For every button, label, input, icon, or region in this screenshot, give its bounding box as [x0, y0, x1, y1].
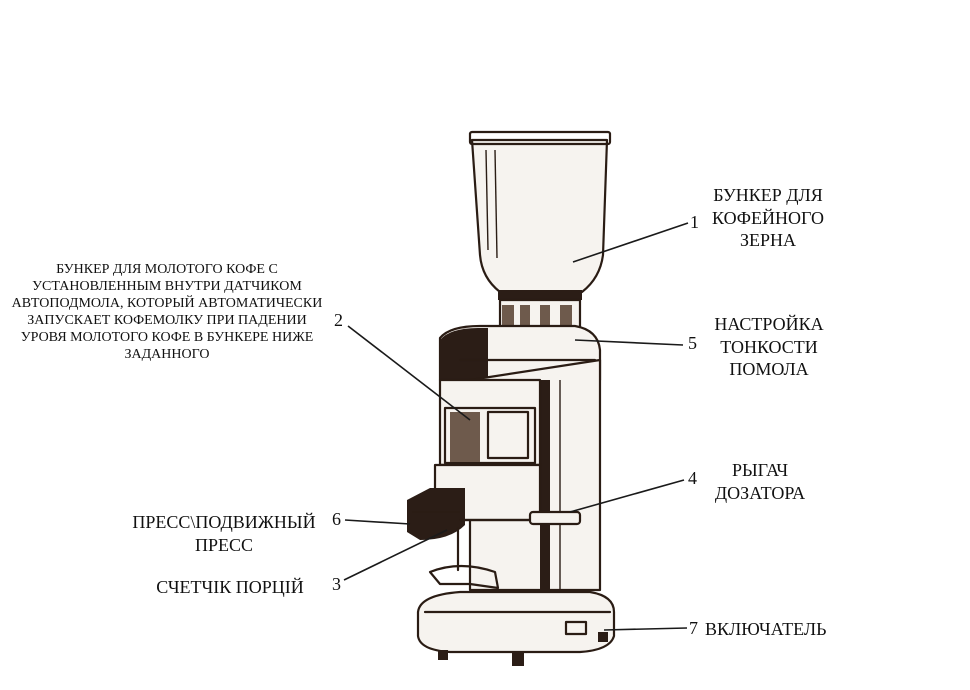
leader-line-1: [572, 222, 689, 263]
leader-line-5: [574, 339, 684, 346]
leader-line-3: [343, 529, 448, 581]
portafilter-fork: [428, 526, 500, 590]
leader-lines: [343, 222, 689, 631]
label-power-switch: ВКЛЮЧАТЕЛЬ: [705, 619, 827, 639]
label-bean-hopper: БУНКЕР ДЛЯ КОФЕЙНОГО ЗЕРНА: [712, 185, 824, 250]
part-number-7: 7: [689, 618, 698, 638]
part-number-3: 3: [332, 574, 341, 594]
label-press: ПРЕСС\ПОДВИЖНЫЙ ПРЕСС: [132, 512, 316, 555]
leader-line-7: [603, 627, 688, 631]
leader-line-4: [569, 479, 685, 513]
part-number-1: 1: [690, 212, 699, 232]
doser-lever: [528, 510, 582, 526]
grind-adjustment-collar: [498, 290, 582, 330]
grinder-base: [416, 590, 616, 666]
part-number-2: 2: [334, 310, 343, 330]
label-ground-coffee-hopper: БУНКЕР ДЛЯ МОЛОТОГО КОФЕ С УСТАНОВЛЕННЫМ…: [11, 262, 323, 363]
label-doser-lever: РЫГАЧ ДОЗАТОРА: [714, 460, 806, 503]
label-grind-adjustment: НАСТРОЙКА ТОНКОСТИ ПОМОЛА: [714, 314, 824, 379]
leader-line-2: [347, 325, 471, 421]
leader-line-6: [344, 519, 411, 525]
part-number-5: 5: [688, 333, 697, 353]
bean-hopper: [468, 130, 612, 294]
part-number-4: 4: [688, 468, 697, 488]
label-portion-counter: СЧЕТЧІК ПОРЦІЙ: [156, 577, 304, 597]
doser-chamber: [438, 378, 542, 467]
press-assembly: [407, 463, 542, 540]
part-number-6: 6: [332, 509, 341, 529]
